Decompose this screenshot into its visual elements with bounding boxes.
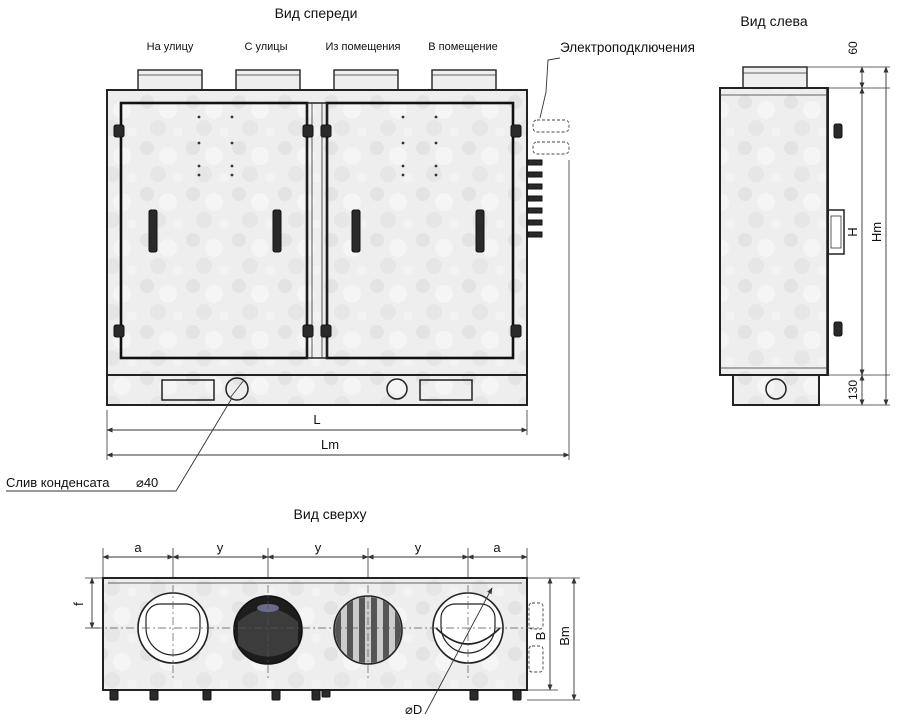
top-view-title: Вид сверху: [294, 506, 367, 522]
electrical-connectors: [527, 119, 570, 238]
top-dim-a-left: a: [134, 540, 142, 555]
left-view: Вид слева 60 H Hm 130: [719, 13, 890, 406]
left-dim-H: H: [845, 227, 860, 236]
left-housing: [719, 87, 829, 376]
front-handles: [148, 209, 485, 253]
top-dim-y-1: y: [217, 540, 224, 555]
port-label-from-outside: С улицы: [244, 41, 287, 53]
left-dim-Hm: Hm: [869, 222, 884, 242]
front-dim-Lm: Lm: [321, 437, 339, 452]
port-label-from-room: Из помещения: [326, 41, 401, 53]
top-dim-B: B: [533, 632, 548, 641]
front-view: Вид спереди На улицу С улицы Из помещени…: [6, 5, 695, 492]
front-duct-collars: [137, 69, 497, 91]
left-dim-60: 60: [846, 41, 860, 55]
top-dim-y-2: y: [315, 540, 322, 555]
front-dim-L: L: [313, 412, 320, 427]
port-label-to-room: В помещение: [428, 41, 498, 53]
top-feet: [109, 689, 522, 701]
drain-label: Слив конденсата: [6, 475, 110, 490]
electrical-label: Электроподключения: [560, 40, 695, 55]
left-view-title: Вид слева: [740, 13, 807, 29]
top-view: Вид сверху a y y y a: [71, 506, 580, 717]
top-dim-y-3: y: [415, 540, 422, 555]
front-screws: [197, 115, 438, 177]
top-dim-f: f: [71, 602, 86, 606]
top-dim-a-right: a: [493, 540, 501, 555]
drain-outlet: [225, 377, 249, 401]
drain-diameter: ⌀40: [136, 475, 158, 490]
port-label-outside: На улицу: [147, 41, 194, 53]
top-dim-D: ⌀D: [405, 702, 422, 717]
front-view-title: Вид спереди: [275, 5, 358, 21]
top-dim-Bm: Bm: [557, 626, 572, 646]
front-hinges: [113, 124, 522, 338]
left-dim-130: 130: [846, 380, 860, 400]
